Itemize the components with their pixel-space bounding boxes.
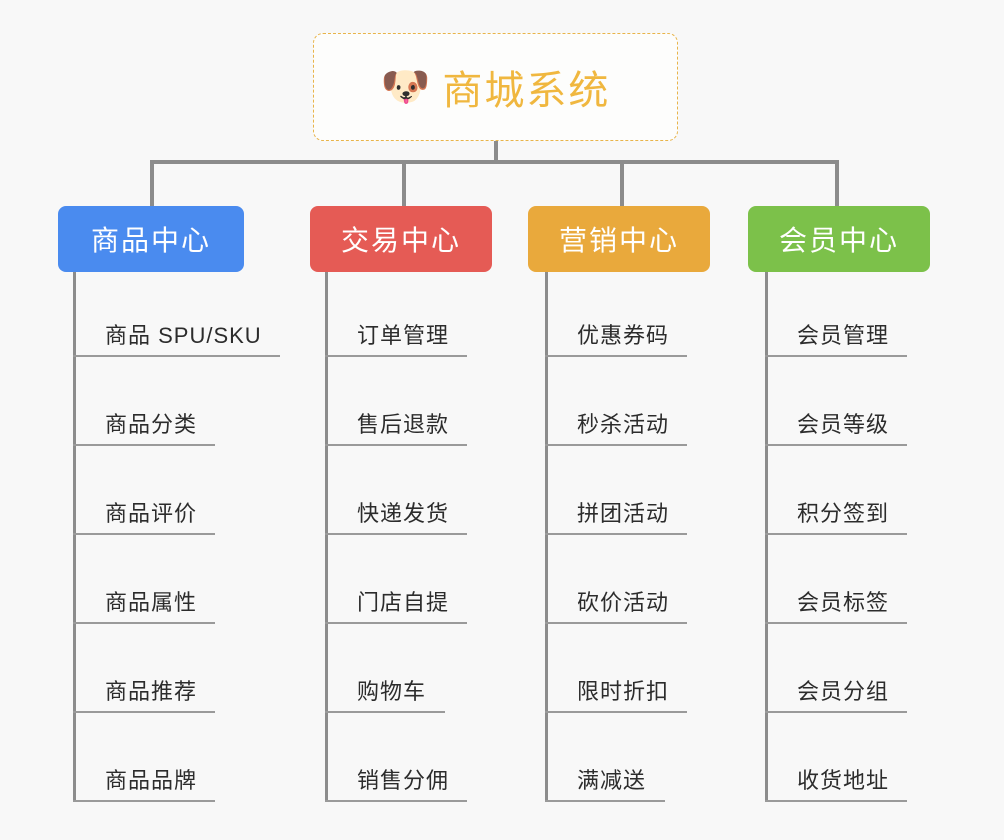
branch-trunk-trade-center bbox=[325, 272, 328, 802]
branch-trade-center: 交易中心 bbox=[310, 206, 492, 272]
leaf-item-rule bbox=[545, 533, 688, 535]
leaf-item-label: 商品属性 bbox=[105, 590, 198, 615]
leaf-item-label: 商品分类 bbox=[105, 412, 198, 437]
leaf-item-label: 会员等级 bbox=[797, 412, 890, 437]
leaf-item-rule bbox=[325, 622, 468, 624]
leaf-item-label: 秒杀活动 bbox=[577, 412, 670, 437]
leaf-item-rule bbox=[765, 355, 908, 357]
leaf-item-rule bbox=[325, 444, 468, 446]
leaf-item-label: 优惠券码 bbox=[577, 323, 670, 348]
leaf-item-rule bbox=[545, 622, 688, 624]
leaf-item-rule bbox=[73, 355, 280, 357]
leaf-item-rule bbox=[545, 800, 665, 802]
shiba-dog-emoji-icon: 🐶 bbox=[380, 65, 431, 109]
leaf-item-rule bbox=[545, 355, 688, 357]
leaf-item-label: 满减送 bbox=[577, 768, 647, 793]
leaf-item-rule bbox=[325, 800, 468, 802]
branch-marketing-center: 营销中心 bbox=[528, 206, 710, 272]
leaf-item-rule bbox=[765, 444, 908, 446]
root-title: 商城系统 bbox=[442, 69, 611, 113]
branch-trunk-marketing-center bbox=[545, 272, 548, 802]
leaf-item-label: 砍价活动 bbox=[577, 590, 670, 615]
branch-header-trade-center[interactable]: 交易中心 bbox=[310, 206, 492, 272]
leaf-item-rule bbox=[325, 355, 468, 357]
leaf-item-rule bbox=[325, 711, 445, 713]
branch-header-marketing-center[interactable]: 营销中心 bbox=[528, 206, 710, 272]
leaf-item-rule bbox=[73, 444, 216, 446]
leaf-item-label: 销售分佣 bbox=[357, 768, 450, 793]
branch-drop-line-1 bbox=[150, 160, 154, 207]
leaf-item-label: 售后退款 bbox=[357, 412, 450, 437]
leaf-item-rule bbox=[545, 444, 688, 446]
leaf-item-label: 收货地址 bbox=[797, 768, 890, 793]
branch-trunk-product-center bbox=[73, 272, 76, 802]
branch-drop-line-4 bbox=[835, 160, 839, 207]
leaf-item-rule bbox=[765, 711, 908, 713]
branch-header-member-center[interactable]: 会员中心 bbox=[748, 206, 930, 272]
leaf-item-rule bbox=[73, 800, 216, 802]
branch-bus-line bbox=[150, 160, 839, 164]
leaf-item-label: 会员分组 bbox=[797, 679, 890, 704]
leaf-item-label: 商品品牌 bbox=[105, 768, 198, 793]
branch-drop-line-2 bbox=[402, 160, 406, 207]
branch-drop-line-3 bbox=[620, 160, 624, 207]
leaf-item-label: 限时折扣 bbox=[577, 679, 670, 704]
leaf-item-rule bbox=[73, 622, 216, 624]
branch-header-product-center[interactable]: 商品中心 bbox=[58, 206, 244, 272]
branch-product-center: 商品中心 bbox=[58, 206, 244, 272]
leaf-item-label: 快递发货 bbox=[357, 501, 450, 526]
branch-member-center: 会员中心 bbox=[748, 206, 930, 272]
leaf-item-label: 商品 SPU/SKU bbox=[105, 323, 262, 348]
leaf-item-label: 商品评价 bbox=[105, 501, 198, 526]
root-connector-stem bbox=[494, 141, 498, 163]
leaf-item-rule bbox=[73, 711, 216, 713]
leaf-item-label: 积分签到 bbox=[797, 501, 890, 526]
root-node[interactable]: 🐶 商城系统 bbox=[313, 33, 678, 141]
leaf-item-label: 商品推荐 bbox=[105, 679, 198, 704]
leaf-item-rule bbox=[765, 622, 908, 624]
leaf-item-label: 会员管理 bbox=[797, 323, 890, 348]
leaf-item-label: 订单管理 bbox=[357, 323, 450, 348]
leaf-item-label: 门店自提 bbox=[357, 590, 450, 615]
leaf-item-rule bbox=[765, 533, 908, 535]
leaf-item-label: 会员标签 bbox=[797, 590, 890, 615]
leaf-item-label: 拼团活动 bbox=[577, 501, 670, 526]
leaf-item-rule bbox=[325, 533, 468, 535]
branch-trunk-member-center bbox=[765, 272, 768, 802]
leaf-item-rule bbox=[545, 711, 688, 713]
leaf-item-rule bbox=[73, 533, 216, 535]
leaf-item-label: 购物车 bbox=[357, 679, 427, 704]
leaf-item-rule bbox=[765, 800, 908, 802]
